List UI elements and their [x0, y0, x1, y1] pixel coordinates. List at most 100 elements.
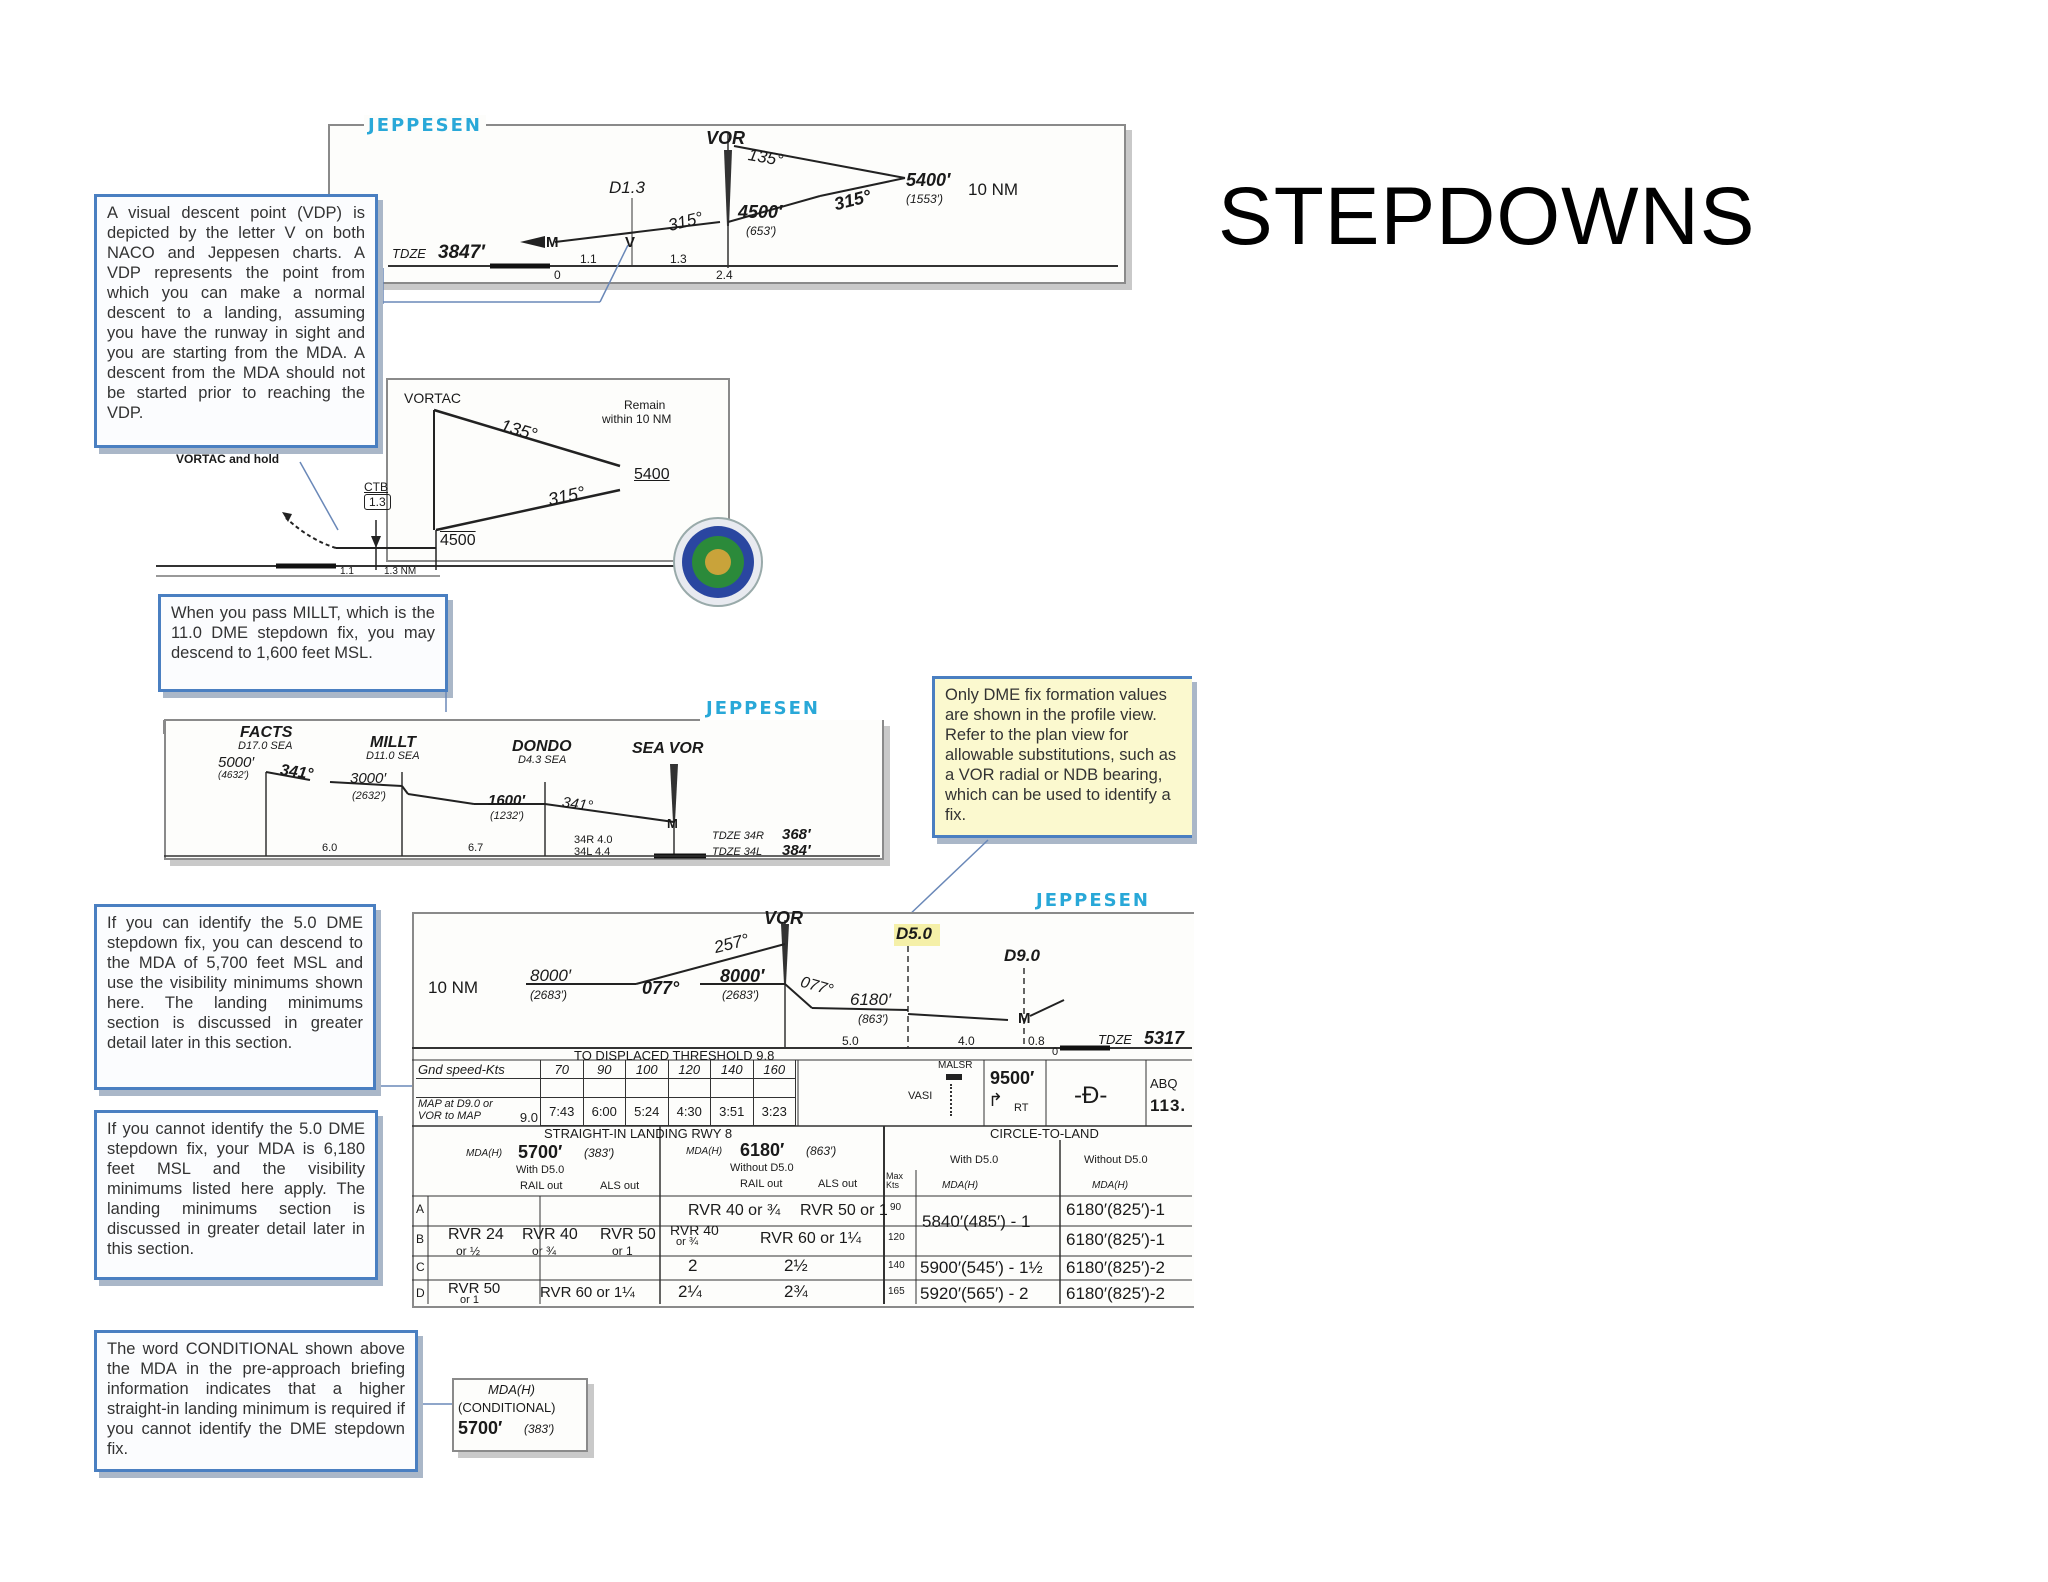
jeppesen-logo-3: JEPPESEN	[1036, 890, 1150, 911]
table-cell-speed: 100	[625, 1060, 669, 1079]
chart4-altitude-8000-a: 8000′	[530, 966, 572, 985]
with-rvr24-or: or ½	[456, 1244, 481, 1258]
chart1-altitude-5400: 5400′	[906, 170, 951, 190]
chart4-dist-50: 5.0	[842, 1034, 859, 1048]
chart4-d90-label: D9.0	[1004, 946, 1040, 965]
without-d50-label: Without D5.0	[730, 1162, 794, 1174]
chart2-hold-label: VORTAC and hold	[176, 452, 280, 466]
chart3-rwy-34l: 34L 4.4	[574, 846, 611, 858]
callout-can-identify: If you can identify the 5.0 DME stepdown…	[94, 904, 376, 1090]
vasi-icon	[950, 1084, 954, 1116]
with-d50-label: With D5.0	[516, 1164, 565, 1176]
callout-vdp: A visual descent point (VDP) is depicted…	[94, 194, 378, 448]
chart2-ctb-label: CTB	[364, 480, 388, 494]
chart2-dist-13: 1.3 NM	[384, 566, 417, 577]
chart3-map-m: M	[667, 816, 678, 831]
chart4-course-077-a: 077°	[642, 978, 680, 998]
chart1-tdze-value: 3847′	[438, 242, 485, 263]
without-rvr40-a: RVR 40 or ¾	[688, 1202, 781, 1219]
straight-in-header: STRAIGHT-IN LANDING RWY 8	[544, 1126, 733, 1141]
navaid-ident: ABQ	[1150, 1076, 1178, 1091]
table-header-gnd-speed: Gnd speed-Kts	[416, 1060, 541, 1079]
chart4-displaced-threshold: TO DISPLACED THRESHOLD 9.8	[574, 1048, 775, 1063]
chart2-vortac-label: VORTAC	[404, 390, 462, 406]
chart1-dist-11: 1.1	[580, 252, 597, 266]
without-rvr40-b-or: or ¾	[676, 1236, 699, 1248]
rail-out-label-1: RAIL out	[520, 1180, 563, 1192]
chart3-facts-label: FACTS	[240, 724, 293, 741]
conditional-mda-box	[452, 1378, 588, 1452]
table-cell-speed: 140	[710, 1060, 754, 1079]
circle-without-d: 6180′(825′)-2	[1066, 1284, 1165, 1303]
chart3-dist-67: 6.7	[468, 842, 484, 854]
navaid-frequency: 113.	[1150, 1096, 1187, 1115]
vasi-label: VASI	[908, 1090, 933, 1102]
with-rvr24: RVR 24	[448, 1226, 504, 1243]
chart4-altitude-8000-b-height: (2683′)	[722, 988, 759, 1002]
table-cell-time: 6:00	[582, 1097, 626, 1126]
chart4-altitude-6180: 6180′	[850, 990, 892, 1009]
without-rvr50-a: RVR 50 or 1	[800, 1202, 888, 1219]
circle-without-d50: Without D5.0	[1084, 1154, 1148, 1166]
max-kts-label: Max Kts	[886, 1171, 904, 1190]
chart3-altitude-5000-height: (4632′)	[218, 770, 249, 781]
profile-chart-sea	[164, 720, 884, 860]
with-rvr60-d: RVR 60 or 1¼	[540, 1284, 635, 1301]
chart3-dondo-label: DONDO	[512, 738, 572, 755]
chart3-altitude-3000-height: (2632′)	[352, 790, 386, 802]
mda-5700: 5700′	[518, 1142, 563, 1162]
mda-5700-height: (383′)	[584, 1146, 615, 1160]
chart1-altitude-5400-height: (1553′)	[906, 192, 943, 206]
callout-cannot-identify: If you cannot identify the 5.0 DME stepd…	[94, 1110, 378, 1280]
right-turn-icon: ↱	[988, 1090, 1004, 1110]
conditional-mda-label: MDA(H)	[488, 1382, 535, 1397]
conditional-mda-value: 5700′	[458, 1418, 503, 1438]
chart3-tdze-34l-label: TDZE 34L	[712, 846, 763, 858]
map-distance: 9.0	[519, 1110, 538, 1125]
chart1-dist-13: 1.3	[670, 252, 687, 266]
chart4-vor-label: VOR	[764, 908, 804, 928]
chart3-dondo-dme: D4.3 SEA	[518, 754, 567, 766]
chart1-d13-label: D1.3	[609, 178, 645, 197]
chart3-millt-dme: D11.0 SEA	[366, 750, 420, 762]
chart3-facts-dme: D17.0 SEA	[238, 740, 293, 752]
circle-with-d50: With D5.0	[950, 1154, 999, 1166]
malsr-icon	[946, 1074, 962, 1080]
chart3-millt-label: MILLT	[370, 734, 416, 751]
chart1-vdp-v: V	[625, 234, 636, 251]
chart3-tdze-34l-value: 384′	[782, 842, 811, 859]
mda-6180-height: (863′)	[806, 1144, 837, 1158]
table-row	[416, 1078, 796, 1098]
chart1-altitude-4500: 4500′	[738, 202, 783, 222]
map-label-line1: MAP at D9.0 or	[418, 1098, 493, 1110]
circle-without-b: 6180′(825′)-1	[1066, 1230, 1165, 1249]
chart3-altitude-5000: 5000′	[218, 754, 255, 771]
chart3-altitude-1600: 1600′	[488, 792, 525, 809]
with-rvr50-d: RVR 50	[448, 1280, 501, 1297]
table-cell-time: 3:23	[752, 1097, 796, 1126]
missed-approach-altitude: 9500′	[990, 1068, 1035, 1088]
callout-millt: When you pass MILLT, which is the 11.0 D…	[158, 594, 448, 692]
category-speed-c: 140	[888, 1260, 905, 1271]
circle-mda-label-2: MDA(H)	[1092, 1180, 1129, 1191]
malsr-label: MALSR	[938, 1060, 973, 1071]
als-out-label-2: ALS out	[818, 1178, 858, 1190]
mda-h-label-without: MDA(H)	[686, 1146, 723, 1157]
profile-chart-naco	[386, 378, 730, 562]
category-speed-a: 90	[890, 1202, 902, 1213]
ground-speed-table: Gnd speed-Kts 70 90 100 120 140 160 MAP …	[416, 1060, 796, 1126]
right-turn-label: RT	[1014, 1102, 1029, 1114]
chart3-dist-60: 6.0	[322, 842, 338, 854]
chart4-altitude-8000-a-height: (2683′)	[530, 988, 567, 1002]
chart2-ctb-dist: 1.3	[364, 494, 391, 510]
category-speed-d: 165	[888, 1286, 905, 1297]
with-rvr50: RVR 50	[600, 1226, 656, 1243]
chart3-altitude-1600-height: (1232′)	[490, 810, 524, 822]
chart3-tdze-34r-value: 368′	[782, 826, 811, 843]
circle-mda-label-1: MDA(H)	[942, 1180, 979, 1191]
chart1-vor-label: VOR	[706, 128, 746, 148]
chart1-distance-10nm: 10 NM	[968, 180, 1019, 199]
callout-conditional: The word CONDITIONAL shown above the MDA…	[94, 1330, 418, 1472]
jeppesen-logo: JEPPESEN	[364, 115, 486, 136]
